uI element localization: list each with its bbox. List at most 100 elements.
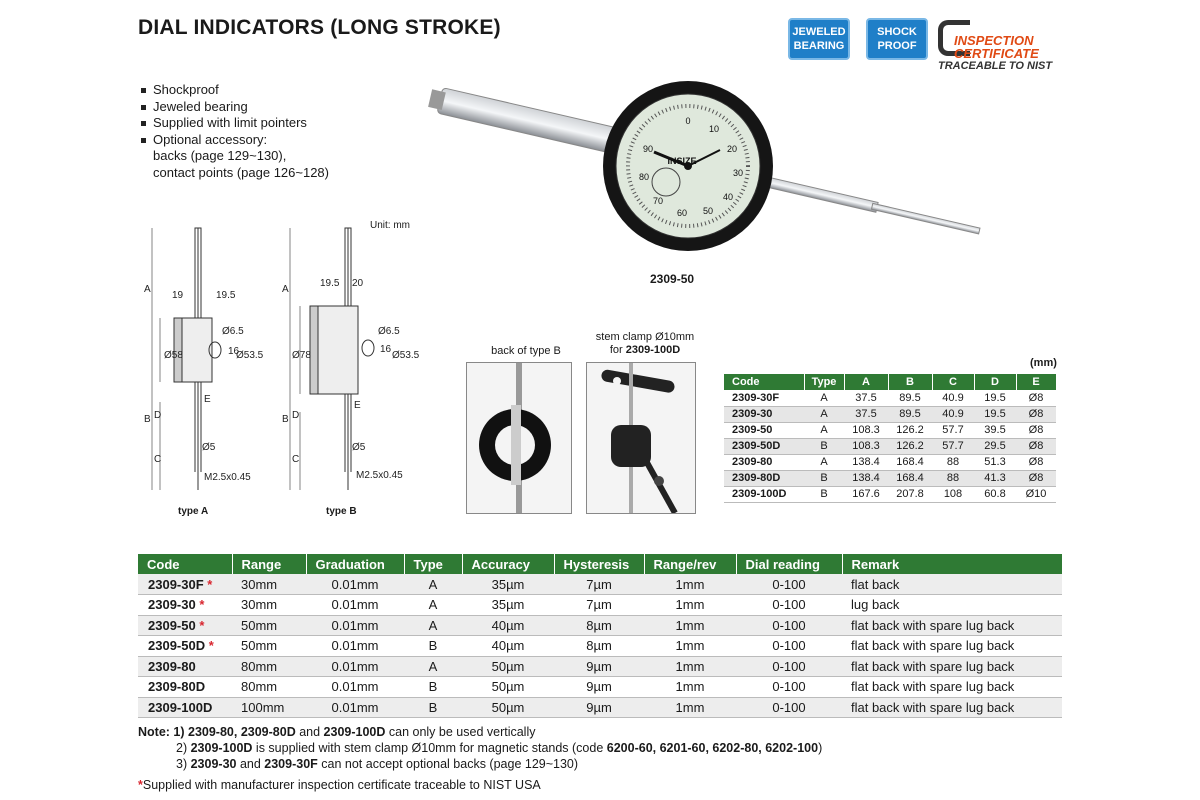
dim-col-type: Type [804,374,845,390]
spec-col-accuracy: Accuracy [462,554,555,574]
svg-text:0: 0 [685,116,690,126]
svg-text:40: 40 [723,192,733,202]
spec-col-dial-reading: Dial reading [736,554,843,574]
svg-text:B: B [282,414,289,425]
svg-text:16: 16 [380,344,392,355]
dim-col-e: E [1016,374,1057,390]
dial-indicator-image: 0 10 20 30 40 50 60 70 80 90 INSIZE [428,81,981,251]
stem-clamp-photo [586,362,696,515]
star-icon: * [138,778,143,792]
stem-clamp-icon [601,363,678,515]
spec-col-type: Type [404,554,463,574]
svg-text:Ø58: Ø58 [164,350,183,361]
svg-text:D: D [292,410,299,421]
feature-item: backs (page 129~130), [153,148,287,163]
svg-text:INSIZE: INSIZE [667,156,696,166]
feature-list: Shockproof Jeweled bearing Supplied with… [140,82,329,181]
back-type-b-photo [466,362,572,514]
svg-text:C: C [154,454,161,465]
note-2: 2) 2309-100D is supplied with stem clamp… [176,741,823,755]
svg-text:90: 90 [643,144,653,154]
svg-text:E: E [204,394,211,405]
svg-text:50: 50 [703,206,713,216]
technical-drawing: 19 19.5 Ø6.5 16 Ø53.5 Ø58 Ø5 M2.5x0.45 A… [144,227,420,490]
svg-text:Ø5: Ø5 [352,442,366,453]
feature-item: Shockproof [140,82,329,99]
svg-text:D: D [154,410,161,421]
svg-text:M2.5x0.45: M2.5x0.45 [356,470,403,481]
product-code-label: 2309-50 [650,272,695,286]
spec-col-range: Range [232,554,307,574]
svg-text:B: B [144,414,151,425]
svg-text:20: 20 [727,144,737,154]
spec-col-hysteresis: Hysteresis [554,554,645,574]
shock-proof-badge: SHOCK PROOF [866,18,928,60]
spec-col-code: Code [138,554,233,574]
svg-text:60: 60 [677,208,687,218]
type-b-label: type B [326,506,357,517]
dim-unit-label: (mm) [1030,357,1057,369]
svg-text:Ø78: Ø78 [292,350,311,361]
svg-text:Ø5: Ø5 [202,442,216,453]
svg-text:80: 80 [639,172,649,182]
svg-text:M2.5x0.45: M2.5x0.45 [204,472,251,483]
svg-text:30: 30 [733,168,743,178]
dim-col-a: A [844,374,889,390]
notes-section: Note: 1) 2309-80, 2309-80D and 2309-100D… [138,724,822,772]
specification-table: Code Range Graduation Type Accuracy Hyst… [138,554,1063,718]
spec-col-graduation: Graduation [306,554,405,574]
type-a-label: type A [178,506,209,517]
spec-col-remark: Remark [842,554,1063,574]
footnote: *Supplied with manufacturer inspection c… [138,778,541,792]
svg-text:E: E [354,400,361,411]
spec-col-range-rev: Range/rev [644,554,737,574]
dim-col-code: Code [724,374,805,390]
svg-text:16: 16 [228,346,240,357]
back-type-b-caption: back of type B [491,345,561,357]
svg-text:Ø6.5: Ø6.5 [378,326,400,337]
jeweled-bearing-badge: JEWELED BEARING [788,18,850,60]
svg-text:Ø53.5: Ø53.5 [236,350,264,361]
feature-item: Optional accessory: [140,132,329,149]
feature-item: Supplied with limit pointers [140,115,329,132]
note-1: Note: 1) 2309-80, 2309-80D and 2309-100D… [138,725,536,739]
svg-text:C: C [292,454,299,465]
svg-text:Ø53.5: Ø53.5 [392,350,420,361]
svg-text:Ø6.5: Ø6.5 [222,326,244,337]
svg-text:70: 70 [653,196,663,206]
feature-item: contact points (page 126~128) [153,164,329,180]
feature-item: Jeweled bearing [140,99,329,116]
svg-text:A: A [282,284,289,295]
svg-text:19.5: 19.5 [320,278,340,289]
certificate-traceable-text: TRACEABLE TO NIST [938,60,1053,72]
note-3: 3) 2309-30 and 2309-30F can not accept o… [176,757,579,771]
svg-text:10: 10 [709,124,719,134]
page-title: DIAL INDICATORS (LONG STROKE) [138,16,501,39]
svg-text:A: A [144,284,151,295]
dim-col-b: B [888,374,933,390]
unit-label: Unit: mm [370,220,410,231]
svg-text:20: 20 [352,278,364,289]
svg-text:19.5: 19.5 [216,290,236,301]
certificate-frame-icon [938,20,970,56]
dim-col-d: D [974,374,1017,390]
spec-table-header: Code Range Graduation Type Accuracy Hyst… [138,554,1063,574]
back-type-b-icon [479,363,551,513]
